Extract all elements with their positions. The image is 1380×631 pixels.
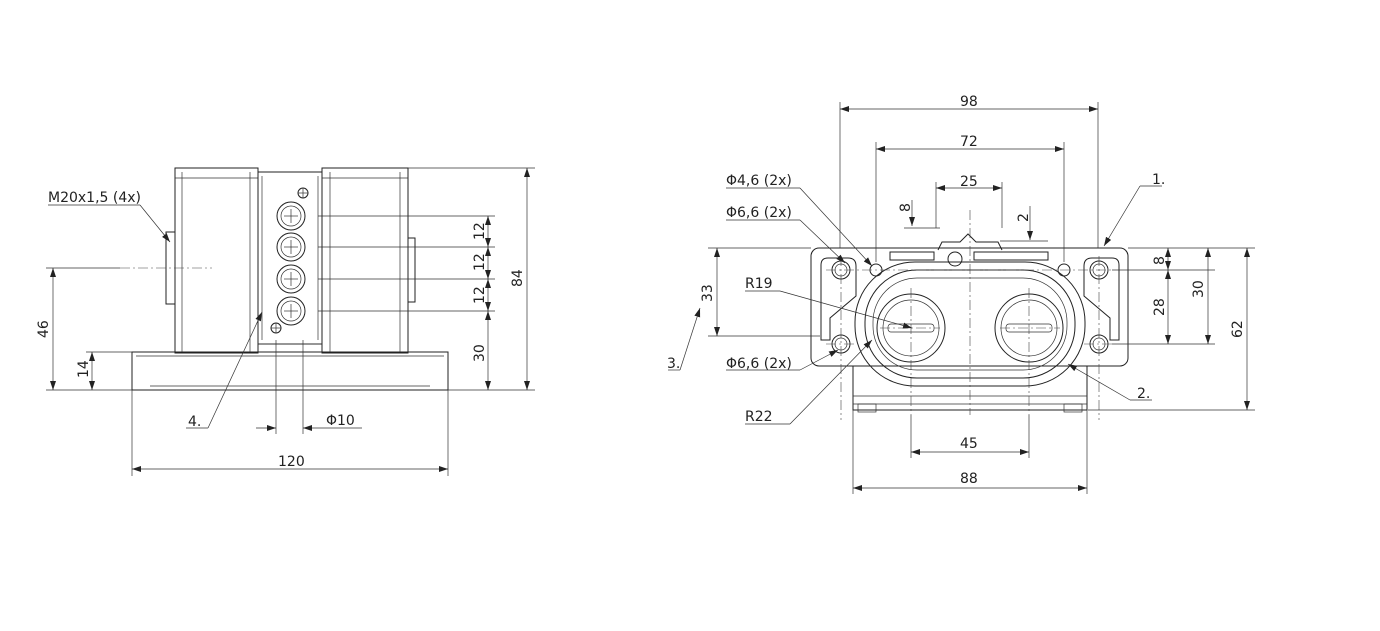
dim-led-pitch-1: 12 (472, 222, 488, 240)
dim-33: 33 (700, 284, 716, 302)
led-4 (276, 296, 306, 326)
callout-2: 2. (1137, 386, 1150, 402)
housing-right (321, 167, 409, 354)
dim-led-diameter: Φ10 (326, 413, 355, 429)
bracket-left (820, 257, 857, 341)
slot-left (889, 251, 935, 261)
label-hole-large-top: Φ6,6 (2x) (726, 205, 792, 221)
housing-left (174, 167, 259, 354)
led-1 (276, 201, 306, 231)
dim-axis-46: 46 (36, 320, 52, 338)
dim-base-14: 14 (76, 360, 92, 378)
top-view: 98 72 25 8 2 88 45 33 8 28 30 62 Φ4,6 (2… (667, 94, 1255, 494)
side-view: M20x1,5 (4x) 120 84 46 14 12 12 12 30 Φ1… (36, 167, 535, 476)
callout-1: 1. (1152, 172, 1165, 188)
dim-25: 25 (960, 174, 978, 190)
dim-right-30: 30 (1191, 280, 1207, 298)
cable-gland-right (407, 237, 416, 303)
dim-right-62: 62 (1230, 320, 1246, 338)
actuator-head (937, 233, 1003, 251)
callout-4: 4. (188, 414, 201, 430)
dim-led-pitch-2: 12 (472, 253, 488, 271)
bracket-right (1083, 257, 1120, 341)
dim-45: 45 (960, 436, 978, 452)
dim-right-8: 8 (1152, 256, 1168, 265)
led-3 (276, 264, 306, 294)
hole-center (947, 251, 963, 267)
led-2 (276, 232, 306, 262)
slot-right (973, 251, 1049, 261)
label-hole-small: Φ4,6 (2x) (726, 173, 792, 189)
dim-slot-2: 2 (1016, 213, 1032, 222)
label-r19: R19 (745, 276, 773, 292)
dim-98: 98 (960, 94, 978, 110)
label-hole-large-bottom: Φ6,6 (2x) (726, 356, 792, 372)
dim-height-84: 84 (510, 269, 526, 287)
dim-right-28: 28 (1152, 298, 1168, 316)
led-indicators (276, 201, 306, 326)
dim-led-pitch-3: 12 (472, 286, 488, 304)
label-r22: R22 (745, 409, 773, 425)
thread-label: M20x1,5 (4x) (48, 190, 141, 206)
front-panel (257, 171, 323, 345)
dim-slot-8: 8 (898, 203, 914, 212)
dim-width-120: 120 (278, 454, 305, 470)
callout-3: 3. (667, 356, 680, 372)
dim-88: 88 (960, 471, 978, 487)
base-plate (131, 351, 449, 391)
dim-led-offset-30: 30 (472, 344, 488, 362)
dim-72: 72 (960, 134, 978, 150)
